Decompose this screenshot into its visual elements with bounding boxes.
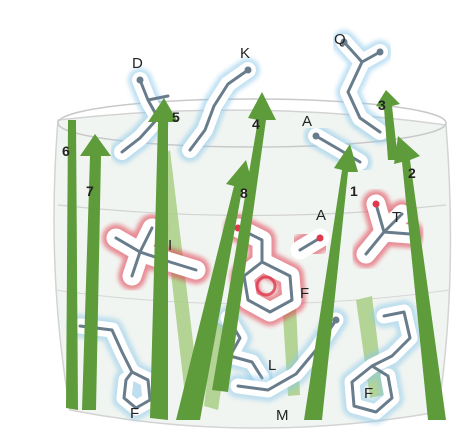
strand-label-3: 3	[378, 97, 386, 113]
label-f-left: F	[130, 405, 139, 422]
label-m: M	[276, 407, 289, 424]
label-t: T	[392, 209, 401, 226]
strand-label-1: 1	[350, 183, 358, 199]
label-d: D	[132, 55, 143, 72]
strand-label-2: 2	[408, 165, 416, 181]
strand-label-6: 6	[62, 143, 70, 159]
label-q: Q	[334, 31, 346, 48]
label-f-right: F	[364, 385, 373, 402]
label-i: I	[168, 237, 172, 254]
label-a-mid: A	[316, 207, 326, 224]
residue-t	[366, 201, 410, 255]
label-f-center: F	[300, 285, 309, 302]
strand-6	[66, 120, 78, 410]
strand-label-8: 8	[240, 185, 248, 201]
strand-label-4: 4	[252, 116, 260, 132]
strand-label-5: 5	[172, 109, 180, 125]
label-a-top: A	[302, 113, 312, 130]
strand-label-7: 7	[86, 183, 94, 199]
residue-a-mid	[300, 235, 324, 251]
label-l: L	[268, 357, 276, 374]
label-k: K	[240, 45, 250, 62]
residue-q	[341, 39, 384, 133]
